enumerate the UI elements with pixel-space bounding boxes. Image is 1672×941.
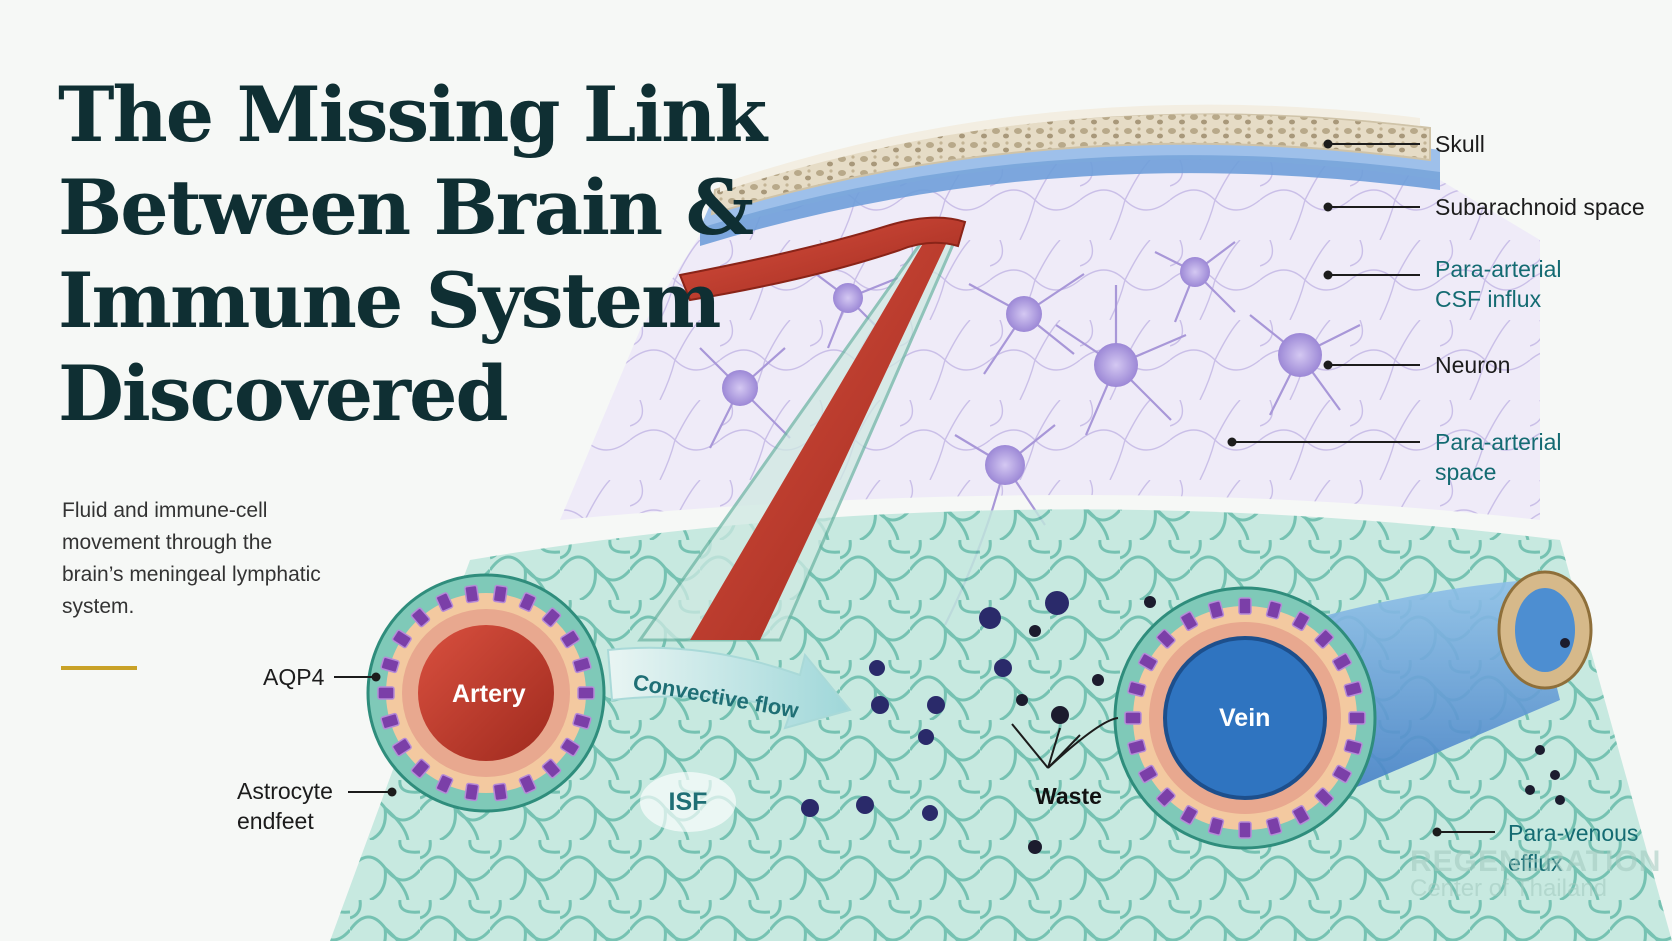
aqp4-channel (1207, 600, 1225, 620)
label-line: CSF influx (1435, 286, 1542, 312)
aqp4-channel (577, 686, 595, 700)
aqp4-channel (1238, 821, 1252, 839)
aqp4-channel (1265, 600, 1283, 620)
aqp4-channel (1207, 816, 1225, 836)
aqp4-channel (1265, 816, 1283, 836)
aqp4-channel (435, 592, 454, 612)
aqp4-channel (464, 782, 480, 802)
dura-layer (700, 131, 1440, 228)
artery-label: Artery (452, 680, 526, 708)
page-title: The Missing Link Between Brain & Immune … (58, 68, 767, 440)
aqp4-channel (572, 712, 592, 730)
aqp4-channel (1314, 787, 1335, 808)
aqp4-channel (560, 737, 581, 757)
aqp4-channel (518, 592, 537, 612)
title-line-1: The Missing Link (58, 70, 767, 159)
aqp4-channel (1343, 680, 1363, 698)
vein-cross-section-icon (1113, 586, 1377, 850)
aqp4-channel (1238, 597, 1252, 615)
waste-pointers (1011, 717, 1119, 769)
aqp4-channel (1155, 787, 1176, 808)
label-para-arterial-csf-influx: Para-arterial CSF influx (1435, 254, 1562, 314)
label-astrocyte-endfeet: Astrocyte endfeet (237, 776, 333, 836)
label-subarachnoid-space: Subarachnoid space (1435, 194, 1645, 220)
neuron-cells (699, 241, 1361, 626)
skull-surface (720, 104, 1420, 192)
aqp4-channel (377, 686, 395, 700)
waste-particle-icon (801, 591, 1570, 854)
label-neuron: Neuron (1435, 352, 1511, 378)
flow-arrow-icon (606, 646, 852, 730)
subtitle: Fluid and immune-cell movement through t… (62, 499, 321, 618)
waste-label: Waste (1035, 783, 1102, 809)
label-line: space (1435, 459, 1497, 485)
aqp4-channel (380, 712, 400, 730)
isf-label: ISF (640, 772, 736, 832)
aqp4-channel (1127, 680, 1147, 698)
aqp4-channel (1291, 805, 1311, 825)
aqp4-channel (1127, 738, 1147, 756)
label-skull: Skull (1435, 131, 1485, 157)
aqp4-channel (1314, 628, 1335, 649)
aqp4-channel (1179, 611, 1199, 631)
aqp4-channel (1138, 652, 1158, 672)
subarachnoid-layer (700, 148, 1440, 246)
vein-label: Vein (1219, 704, 1271, 732)
aqp4-channel (1332, 764, 1352, 784)
aqp4-channel (1291, 611, 1311, 631)
title-line-3: Immune System (58, 256, 721, 345)
aqp4-channel (572, 656, 592, 674)
aqp4-channel (541, 758, 562, 779)
aqp4-channel (1343, 738, 1363, 756)
label-line: Para-arterial (1435, 256, 1562, 282)
label-aqp4: AQP4 (263, 664, 325, 690)
label-para-arterial-space: Para-arterial space (1435, 427, 1562, 487)
label-line: Para-arterial (1435, 429, 1562, 455)
aqp4-channel (391, 737, 412, 757)
surface-artery (678, 216, 967, 302)
label-line: Astrocyte (237, 778, 333, 804)
label-line: endfeet (237, 808, 314, 834)
aqp4-channel (1155, 628, 1176, 649)
aqp4-channel (1179, 805, 1199, 825)
leader-lines (334, 143, 1495, 833)
aqp4-channel (410, 758, 431, 779)
title-line-2: Between Brain & (58, 163, 754, 252)
leader-dots (371, 139, 1442, 837)
aqp4-channel (410, 607, 431, 628)
watermark-line-1: REGENERATION (1410, 845, 1662, 878)
aqp4-channel (391, 629, 412, 649)
accent-rule (61, 666, 137, 670)
artery-cross-section-icon (366, 573, 606, 813)
label-para-venous-efflux: Para-venous efflux (1508, 818, 1638, 878)
watermark-line-2: Center of Thailand (1410, 875, 1608, 902)
aqp4-channel (492, 584, 508, 604)
penetrating-artery (690, 236, 948, 640)
label-line: Para-venous (1508, 820, 1639, 846)
label-line: efflux (1508, 850, 1563, 876)
aqp4-channel (380, 656, 400, 674)
title-line-4: Discovered (58, 349, 509, 438)
aqp4-channel (560, 629, 581, 649)
aqp4-channel (1138, 764, 1158, 784)
aqp4-channel (435, 774, 454, 794)
aqp4-channel (1348, 711, 1366, 725)
aqp4-channel (541, 607, 562, 628)
watermark-logo: REGENERATION Center of Thailand (1410, 845, 1661, 903)
aqp4-channel (518, 774, 537, 794)
aqp4-channel (464, 584, 480, 604)
aqp4-channel (1124, 711, 1142, 725)
aqp4-channel (492, 782, 508, 802)
aqp4-channel (1332, 652, 1352, 672)
neuron-cell-icon (722, 257, 1322, 485)
